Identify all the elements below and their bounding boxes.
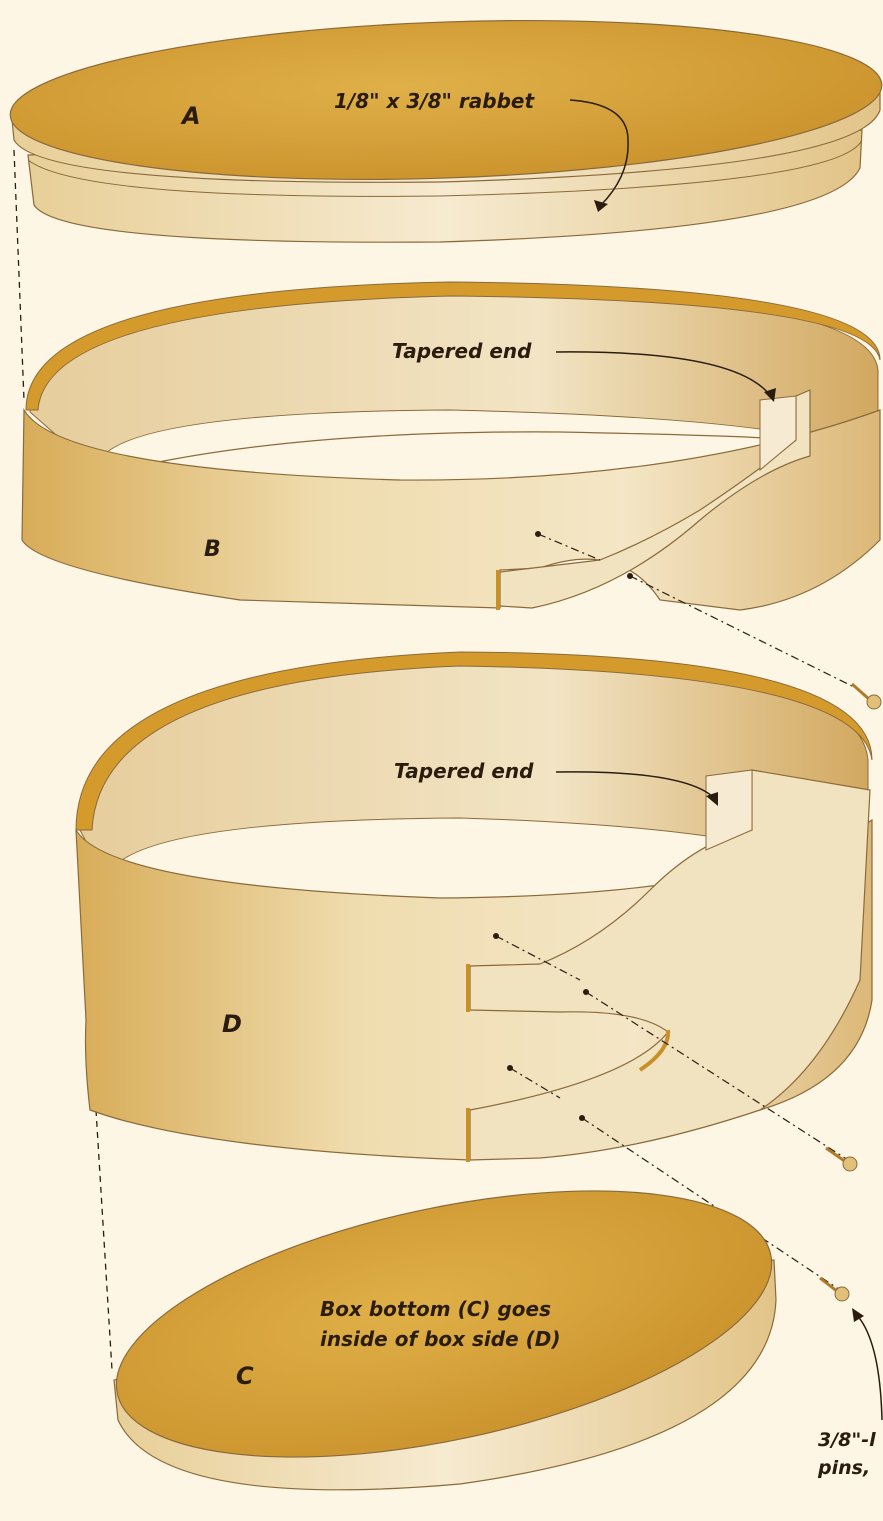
bottom-part-c: C Box bottom (C) goes inside of box side… [93,1141,795,1507]
copper-tack-icon [826,1148,857,1171]
box-side-part-d: D Tapered end [76,652,872,1162]
pins-arrow [856,1314,882,1420]
tapered-end-callout-upper: Tapered end [392,339,532,363]
bottom-note-line-2: inside of box side (D) [320,1327,561,1351]
lid-part-a: A 1/8" x 3/8" rabbet [8,7,883,242]
pins-callout-line-2: pins, [817,1457,870,1479]
bottom-note-line-1: Box bottom (C) goes [320,1297,551,1321]
copper-tack-icon [820,1278,849,1301]
copper-tack-icon [852,684,881,709]
tapered-end-callout-lower: Tapered end [394,759,534,783]
band-part-b: B Tapered end [22,282,880,610]
part-label-c: C [236,1362,254,1390]
rabbet-callout: 1/8" x 3/8" rabbet [334,89,535,113]
part-label-a: A [180,102,201,130]
part-label-d: D [222,1010,242,1038]
part-label-b: B [204,537,221,562]
pins-callout-line-1: 3/8"-l [818,1429,876,1451]
